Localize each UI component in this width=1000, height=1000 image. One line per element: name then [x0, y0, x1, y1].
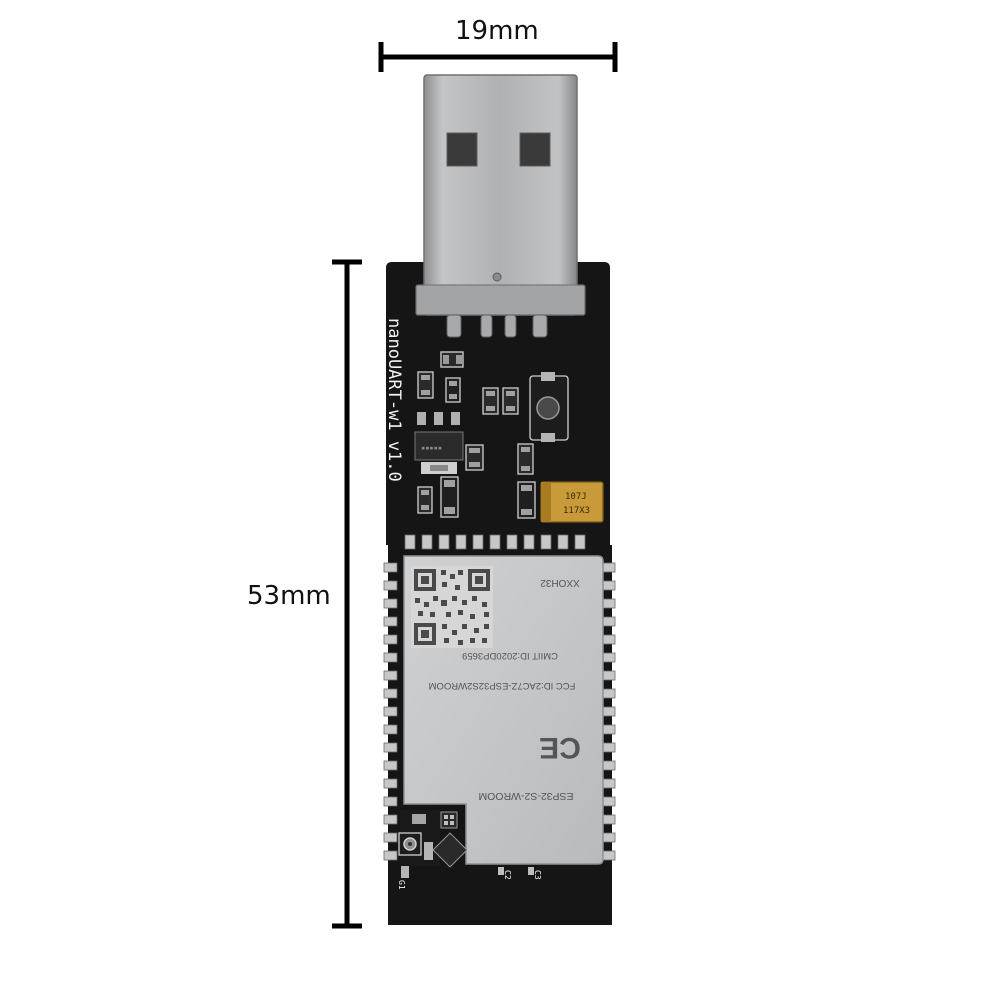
antenna-area	[398, 810, 468, 878]
module-fcc-id: FCC ID:2AC7Z-ESP32S2WROOM	[429, 680, 576, 691]
castellated-pads-right	[601, 562, 616, 861]
cap-ref-c2: C2	[503, 870, 512, 880]
bottom-small-pads	[498, 867, 534, 875]
usb-a-connector	[415, 74, 586, 338]
qr-code	[411, 566, 493, 648]
module-top-code: XXOH32	[540, 577, 580, 588]
capacitor-code-line2: 117X3	[563, 506, 590, 516]
height-dimension-line	[332, 259, 362, 929]
board-silkscreen-label: nanoUART-w1 v1.0	[384, 318, 404, 482]
height-dimension-label: 53mm	[247, 581, 331, 611]
smd-components: ▪▪▪▪▪	[414, 351, 569, 519]
width-dimension-label: 19mm	[455, 16, 539, 46]
antenna-ref-label: G1	[397, 880, 406, 890]
svg-text:▪▪▪▪▪: ▪▪▪▪▪	[421, 444, 442, 452]
usb-window-right	[519, 132, 551, 167]
cap-ref-c3: C3	[533, 870, 542, 880]
usb-window-left	[446, 132, 478, 167]
module-cmiit-id: CMIIT ID:2020DP3659	[462, 650, 558, 661]
tantalum-capacitor: 107J 117X3	[540, 481, 604, 523]
capacitor-code-line1: 107J	[565, 492, 587, 502]
module-model-name: ESP32-S2-WROOM	[478, 790, 573, 802]
castellated-pads-left	[383, 562, 398, 861]
castellated-pads-top	[404, 534, 586, 550]
ce-mark: CE	[539, 731, 581, 764]
svg-text:CE: CE	[539, 731, 581, 764]
width-dimension-line	[378, 42, 618, 72]
